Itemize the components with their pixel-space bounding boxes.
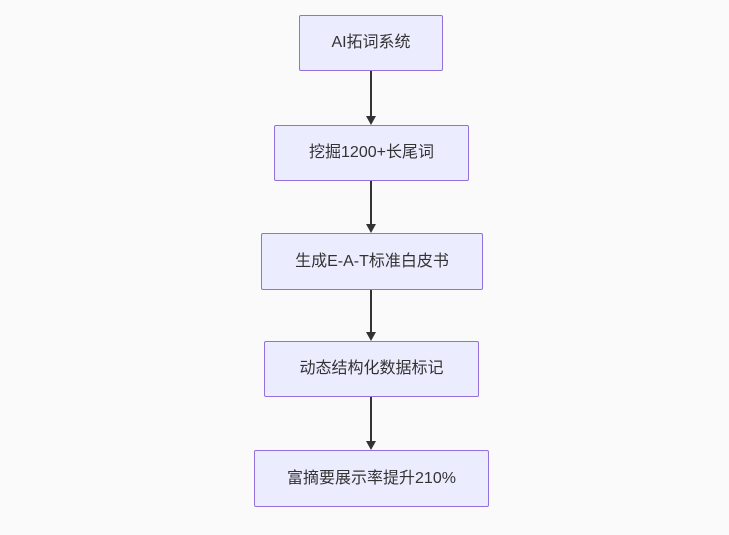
flow-node-ai-word-expansion-system: AI拓词系统	[299, 15, 443, 71]
arrow-line	[370, 71, 372, 119]
arrowhead-down-icon	[366, 441, 376, 450]
arrow-line	[370, 397, 372, 444]
flow-edge-4	[366, 397, 376, 450]
flow-node-label: 富摘要展示率提升210%	[287, 469, 456, 487]
flow-edge-1	[366, 71, 376, 125]
flow-node-label: AI拓词系统	[331, 34, 411, 51]
flow-node-label: 动态结构化数据标记	[299, 360, 444, 377]
flow-node-dynamic-structured-data-markup: 动态结构化数据标记	[264, 341, 479, 397]
flow-edge-2	[366, 181, 376, 233]
arrow-line	[370, 290, 372, 335]
arrowhead-down-icon	[366, 224, 376, 233]
flow-edge-3	[366, 290, 376, 341]
flow-node-label: 生成E-A-T标准白皮书	[295, 252, 449, 270]
arrow-line	[370, 181, 372, 227]
arrowhead-down-icon	[366, 116, 376, 125]
flow-node-mine-longtail-keywords: 挖掘1200+长尾词	[274, 125, 469, 181]
flow-node-rich-snippet-rate-increase: 富摘要展示率提升210%	[254, 450, 489, 507]
flow-node-label: 挖掘1200+长尾词	[309, 144, 434, 161]
flow-node-generate-eat-whitepaper: 生成E-A-T标准白皮书	[261, 233, 483, 290]
arrowhead-down-icon	[366, 332, 376, 341]
